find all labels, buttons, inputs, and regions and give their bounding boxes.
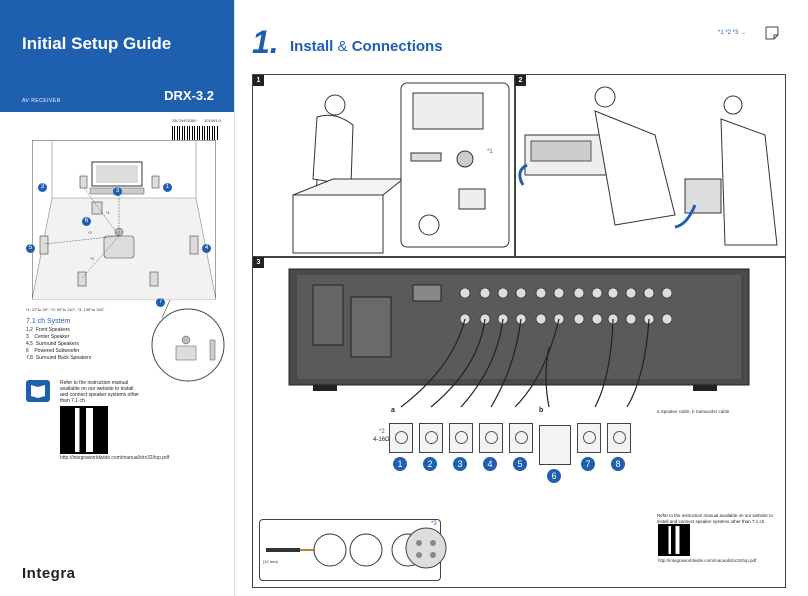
marker-3: 3 <box>38 175 47 193</box>
column-divider <box>234 0 235 596</box>
right-manual-link[interactable]: http://integraworldwide.com/manual/drx32… <box>658 558 757 563</box>
speaker-number: 8 <box>611 457 625 471</box>
zoom-circle <box>151 300 225 382</box>
angle-note: *1: 22°to 30°, *2: 90°to 110°, *3: 135°t… <box>26 307 105 312</box>
guide-title: Initial Setup Guide <box>22 34 172 53</box>
qr-code <box>60 406 108 454</box>
legend-item: 3 Center Speaker <box>26 334 70 340</box>
impedance-value: 4-16Ω <box>373 437 390 443</box>
speaker-number: 5 <box>513 457 527 471</box>
terminal-zoom <box>405 527 447 569</box>
speaker-2 <box>419 423 443 453</box>
unboxing-illustration <box>292 82 510 254</box>
step-marks: *1 *2 *3 → <box>718 30 747 36</box>
speaker-number: 3 <box>453 457 467 471</box>
brand-logo: Integra <box>22 565 76 582</box>
angle-2: *2 <box>88 230 92 235</box>
speaker-number: 2 <box>423 457 437 471</box>
speaker-8 <box>607 423 631 453</box>
part-number: SN 29403360 <box>172 118 197 123</box>
marker-1: 1 <box>163 175 172 193</box>
marker-3b: 3 <box>113 179 122 197</box>
speaker-number: 6 <box>547 469 561 483</box>
qr-code-right <box>658 524 690 556</box>
legend-item: 4,5 Surround Speakers <box>26 341 79 347</box>
category-label: AV RECEIVER <box>22 98 61 104</box>
book-icon <box>26 380 50 402</box>
rear-panel-illustration <box>288 268 750 408</box>
marker-5: 5 <box>26 236 35 254</box>
manual-link[interactable]: http://integraworldwide.com/manual/drx32… <box>60 455 170 461</box>
page-turn-icon <box>765 26 779 40</box>
speaker-5 <box>509 423 533 453</box>
speaker-3 <box>449 423 473 453</box>
step-number: 1. <box>252 24 279 60</box>
speaker-4 <box>479 423 503 453</box>
speaker-7 <box>577 423 601 453</box>
bottom-mark: *3 <box>431 521 437 527</box>
speaker-number: 1 <box>393 457 407 471</box>
panel-label: 1 <box>253 75 264 86</box>
angle-3: *3 <box>90 256 94 261</box>
system-legend: 7.1 ch System 1,2 Front Speakers 3 Cente… <box>26 318 231 362</box>
panel-connections: 3 a b a Speaker cable, b Subwoofer <box>252 256 786 588</box>
panel-label: 2 <box>515 75 526 86</box>
step-title: Install & Connections <box>290 38 443 55</box>
model-name: DRX-3.2 <box>164 88 214 103</box>
panel-placement: 2 <box>514 74 786 258</box>
legend-item: 6 Powered Subwoofer <box>26 348 80 354</box>
angle-1: *1 <box>106 210 110 215</box>
placement-illustration <box>518 86 778 246</box>
accessory-mark: *1 <box>487 149 493 155</box>
legend-item: 1,2 Front Speakers <box>26 327 70 333</box>
legend-item: 7,8 Surround Back Speakers <box>26 355 92 361</box>
impedance-mark: *2 <box>379 429 385 435</box>
marker-7: 7 <box>156 290 165 308</box>
marker-6: 6 <box>82 209 91 227</box>
strip-length: (12 mm) <box>263 559 278 564</box>
cable-b-label: b <box>539 407 544 414</box>
marker-4: 4 <box>202 236 211 254</box>
speaker-number: 4 <box>483 457 497 471</box>
barcode <box>172 126 218 140</box>
room-diagram <box>32 140 216 300</box>
panel-unboxing: 1 *1 <box>252 74 516 258</box>
title-band: Initial Setup Guide AV RECEIVER DRX-3.2 <box>0 0 234 112</box>
left-manual-note: Refer to the instruction manual availabl… <box>60 380 139 404</box>
speaker-1 <box>389 423 413 453</box>
subwoofer <box>539 425 571 465</box>
speaker-number: 7 <box>581 457 595 471</box>
panel-label: 3 <box>253 257 264 268</box>
cable-a-label: a <box>391 407 395 414</box>
doc-code: 101993-0 <box>204 118 221 123</box>
legend-heading: 7.1 ch System <box>26 318 71 325</box>
cable-legend: a Speaker cable, b Subwoofer cable <box>657 409 730 414</box>
right-manual-note: Refer to the instruction manual availabl… <box>657 513 773 524</box>
